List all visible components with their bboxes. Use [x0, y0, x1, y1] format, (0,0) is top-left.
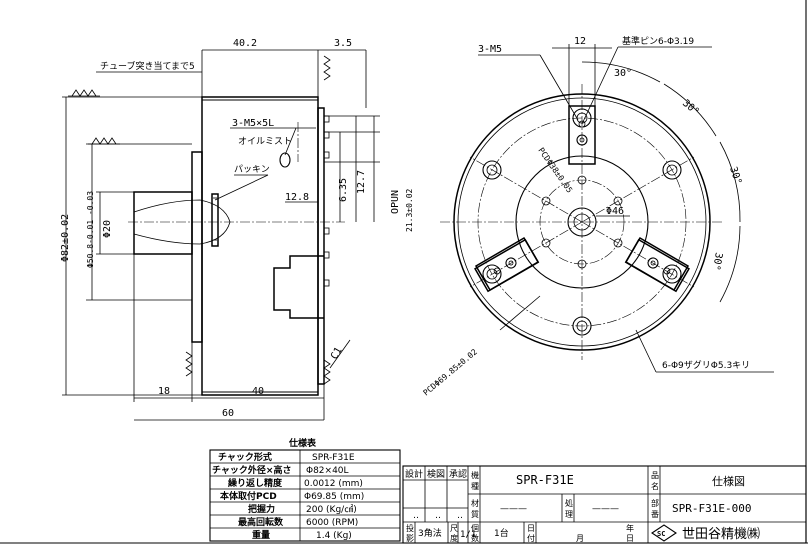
mounting-holes: [482, 108, 682, 336]
label-c1: C1: [329, 346, 345, 362]
tb-hizuke-b: 付: [527, 533, 535, 543]
oil-port: [279, 152, 291, 168]
dim-12-7: 12.7: [356, 170, 367, 194]
tb-month: 月: [576, 534, 584, 543]
tb-name: 仕様図: [712, 474, 745, 488]
tb-method: 3角法: [418, 527, 442, 539]
spec-value-3: Φ69.85 (mm): [304, 492, 364, 502]
tb-shori-b: 理: [565, 510, 573, 519]
tb-hizuke-a: 日: [527, 524, 535, 533]
tb-year: 年: [626, 523, 634, 533]
dim-phi50: Φ50.8-0.01 -0.03: [86, 191, 95, 268]
angle-arc-2: [663, 83, 717, 137]
label-packing: パッキン: [234, 164, 270, 175]
spec-value-2: 0.0012 (mm): [304, 479, 363, 489]
tb-shakudo-a: 尺: [450, 524, 458, 533]
label-pin: 基準ピン6-Φ3.19: [622, 35, 694, 47]
tb-toei-a: 投: [406, 523, 414, 533]
spec-value-6: 1.4 (Kg): [316, 531, 352, 541]
angle-30-3: 30°: [727, 166, 743, 187]
tb-scale: 1/1: [460, 530, 476, 540]
label-tube: チューブ突き当てまで5: [100, 60, 195, 72]
label-phi46: Φ46: [606, 206, 624, 217]
spec-value-4: 200 (Kg/㎠): [306, 504, 357, 515]
tb-dots-2: ‥: [435, 511, 441, 521]
label-opun: OPUN: [390, 190, 401, 214]
tb-day: 日: [626, 534, 634, 543]
dim-phi82: Φ82±0.02: [60, 214, 71, 262]
side-view: 40.2 3.5 チューブ突き当てまで5 Φ82±0.02 Φ50.8-0.01…: [60, 38, 414, 421]
tb-zaishitsu-a: 材: [471, 498, 479, 508]
front-view: 12 3-M5 基準ピン6-Φ3.19 30° 30° 30° 30° PCDΦ…: [422, 35, 774, 398]
dim-18: 18: [158, 386, 170, 397]
tb-kishu-b: 種: [471, 481, 479, 491]
tb-shonin: 承認: [449, 468, 467, 480]
dim-12-8: 12.8: [285, 192, 309, 203]
tb-sekkei: 設計: [405, 468, 423, 480]
spec-label-2: 繰り返し精度: [228, 477, 283, 489]
spec-table: 仕様表 チャック形式 SPR-F31E チャック外径×高さ Φ82×40L 繰り…: [209, 437, 401, 542]
tb-shakudo-b: 度: [450, 533, 458, 543]
dim-phi20: Φ20: [102, 220, 113, 238]
tb-qty: 1台: [494, 527, 509, 539]
title-block: 設計 検図 承認 ‥ ‥ ‥ 機 種 SPR-F31E 材 質 ——— 処 理 …: [402, 465, 807, 544]
spec-label-5: 最高回転数: [238, 516, 284, 528]
tb-hinmei-a: 品: [651, 471, 659, 480]
angle-30-2: 30°: [680, 98, 701, 118]
dim-40: 40: [252, 386, 264, 397]
dim-21-3: 21.3±0.02: [405, 188, 414, 232]
dim-6-35: 6.35: [338, 178, 349, 202]
spec-label-3: 本体取付PCD: [220, 490, 277, 502]
tb-kosu-b: 数: [471, 533, 479, 543]
label-m5-5l: 3-M5×5L: [232, 118, 274, 129]
angle-arc-4: [719, 225, 741, 303]
tb-bango-a: 部: [651, 498, 659, 508]
rear-hub: [191, 151, 203, 343]
spec-title: 仕様表: [288, 437, 317, 449]
spec-label-0: チャック形式: [218, 451, 272, 463]
tb-model: SPR-F31E: [516, 473, 574, 487]
tb-zaishitsu-b: 質: [471, 509, 479, 519]
label-oil-mist: オイルミスト: [238, 136, 292, 147]
spec-label-4: 把握力: [248, 503, 275, 515]
dim-40-2: 40.2: [233, 38, 257, 49]
face-plate: [317, 107, 325, 385]
tb-company: 世田谷精機㈱: [682, 527, 760, 542]
tb-kenzu: 検図: [427, 468, 445, 480]
tb-kosu-a: 個: [471, 523, 479, 533]
tb-shori-a: 処: [565, 498, 573, 508]
spec-value-0: SPR-F31E: [312, 453, 355, 463]
tb-toei-b: 影: [406, 533, 414, 543]
tb-dash-2: ———: [592, 504, 619, 514]
angle-arc-3: [719, 141, 741, 223]
angle-30-1: 30°: [614, 68, 632, 79]
label-3-m5: 3-M5: [478, 44, 502, 55]
angle-30-4: 30°: [710, 251, 724, 271]
spec-label-6: 重量: [252, 529, 270, 541]
spec-value-1: Φ82×40L: [306, 466, 349, 476]
company-logo-icon: SC: [651, 524, 677, 542]
tb-dash-1: ———: [500, 504, 527, 514]
tb-bango-b: 番: [651, 509, 659, 519]
spec-value-5: 6000 (RPM): [306, 518, 358, 528]
spec-label-1: チャック外径×高さ: [212, 464, 291, 476]
tb-dots-1: ‥: [413, 511, 419, 521]
dim-12: 12: [574, 36, 586, 47]
label-holes: 6-Φ9ザグリΦ5.3キリ: [662, 359, 750, 371]
dim-60: 60: [222, 408, 234, 419]
logo-mark-text: SC: [657, 530, 665, 538]
angle-arc-1: [581, 61, 661, 83]
spigot: [133, 191, 193, 255]
jaws: [474, 105, 690, 293]
label-pcd69: PCDΦ69.85±0.02: [422, 347, 480, 397]
tb-dots-3: ‥: [457, 511, 463, 521]
tb-kishu-a: 機: [471, 470, 479, 480]
tb-number: SPR-F31E-000: [672, 502, 751, 515]
dim-3-5: 3.5: [334, 38, 352, 49]
jaw-profile: [273, 255, 324, 319]
tb-hinmei-b: 名: [651, 481, 659, 491]
